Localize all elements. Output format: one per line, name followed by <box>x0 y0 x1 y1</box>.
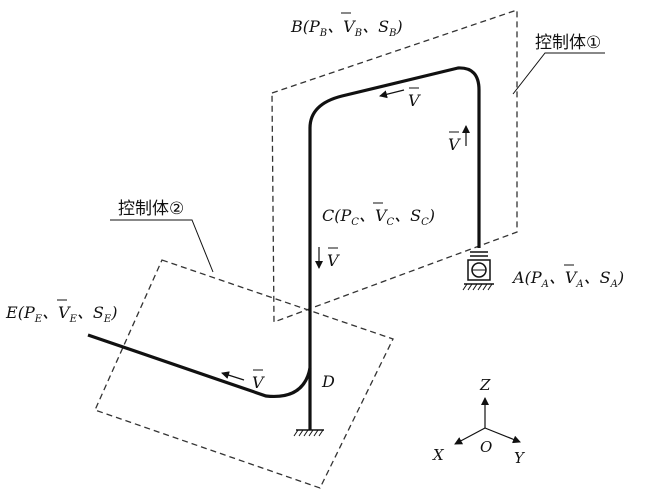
axis-z-label: Z <box>479 376 491 394</box>
state-label-C: C(PC、VC、SC) <box>322 202 435 228</box>
state-label-A: A(PA、VA、SA) <box>511 264 624 290</box>
coordinate-axes-icon: Z X Y O <box>432 376 526 467</box>
velocity-label-outlet: V <box>252 369 265 392</box>
svg-text:C(PC、VC、SC): C(PC、VC、SC) <box>322 206 435 228</box>
pump-icon <box>462 251 494 291</box>
cv1-leader-line <box>512 52 605 95</box>
velocity-label-top: V <box>408 87 421 110</box>
svg-text:A(PA、VA、SA): A(PA、VA、SA) <box>511 268 624 290</box>
svg-text:E(PE、VE、SE): E(PE、VE、SE) <box>5 303 117 325</box>
axis-origin-label: O <box>480 438 492 456</box>
point-D-label: D <box>321 372 335 391</box>
svg-text:B(PB、VB、SB): B(PB、VB、SB) <box>290 17 403 39</box>
axis-y-label: Y <box>514 449 526 467</box>
svg-text:V: V <box>252 373 265 392</box>
control-volume-2-label: 控制体② <box>118 199 184 219</box>
pipe-lower-branch <box>87 333 312 399</box>
control-volume-2-boundary <box>94 259 394 489</box>
velocity-arrow-top <box>379 89 405 99</box>
state-label-B: B(PB、VB、SB) <box>290 12 403 39</box>
velocity-label-up: V <box>448 131 461 154</box>
svg-text:V: V <box>327 251 340 270</box>
control-volume-1-label: 控制体① <box>535 33 601 53</box>
svg-text:V: V <box>448 135 461 154</box>
state-label-E: E(PE、VE、SE) <box>5 299 117 325</box>
velocity-label-down: V <box>327 247 340 270</box>
pipe <box>308 66 481 430</box>
velocity-arrow-outlet <box>221 371 245 381</box>
cv2-leader-line <box>110 219 214 273</box>
svg-text:V: V <box>408 91 421 110</box>
ground-support-icon <box>293 429 324 437</box>
control-volume-1-boundary <box>271 9 518 323</box>
axis-x-label: X <box>432 446 445 464</box>
